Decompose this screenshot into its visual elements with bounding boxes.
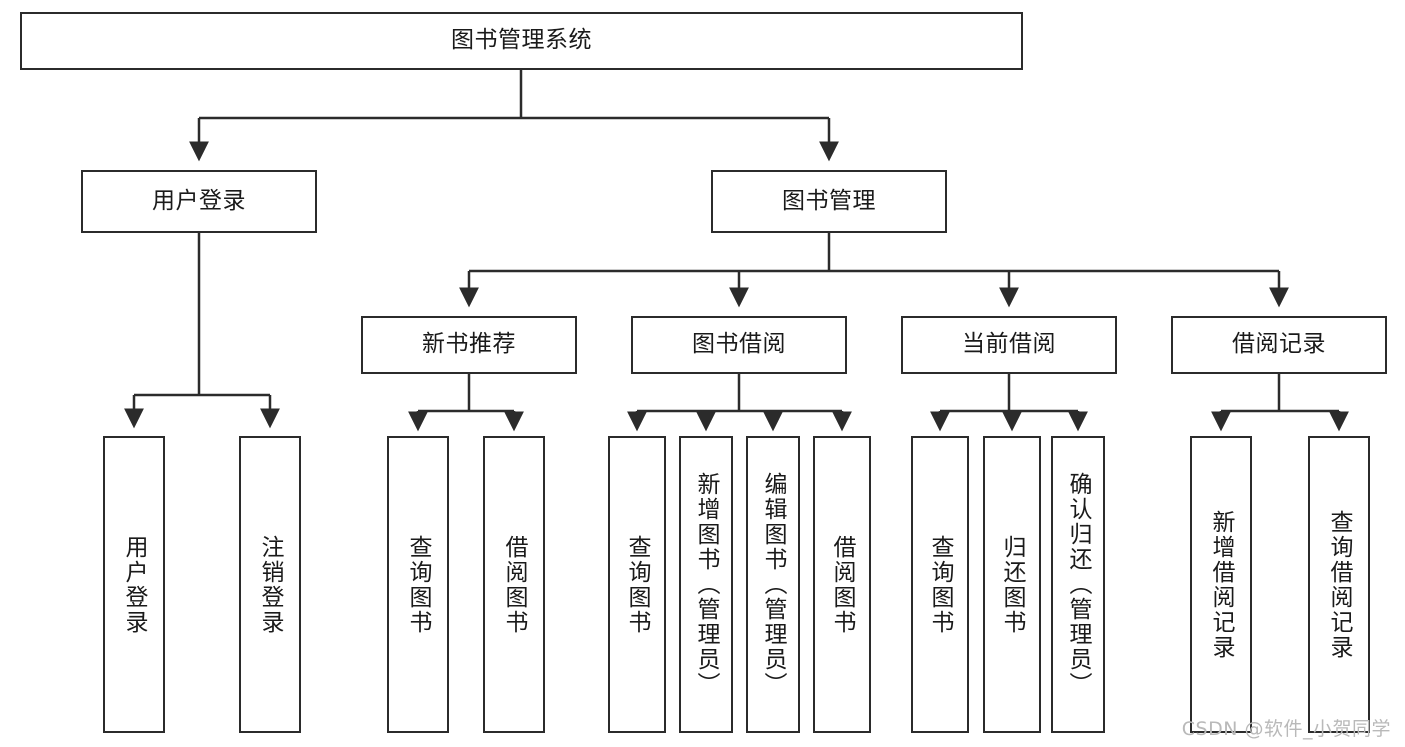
- node-leaf-query-book-3[interactable]: 查询图书: [911, 436, 969, 733]
- node-leaf-edit-book[interactable]: 编辑图书（管理员）: [746, 436, 800, 733]
- node-leaf-query-book-2[interactable]: 查询图书: [608, 436, 666, 733]
- node-root-system-label: 图书管理系统: [451, 27, 592, 54]
- node-leaf-query-book-2-label: 查询图书: [624, 534, 651, 635]
- node-user-login[interactable]: 用户登录: [81, 170, 317, 233]
- node-book-borrow-label: 图书借阅: [692, 331, 786, 358]
- node-leaf-query-record-label: 查询借阅记录: [1326, 509, 1353, 660]
- node-leaf-borrow-book-2-label: 借阅图书: [829, 534, 856, 635]
- node-new-book-rec[interactable]: 新书推荐: [361, 316, 577, 374]
- node-leaf-borrow-book-2[interactable]: 借阅图书: [813, 436, 871, 733]
- node-leaf-user-logout[interactable]: 注销登录: [239, 436, 301, 733]
- node-leaf-confirm-return-label: 确认归还（管理员）: [1065, 472, 1092, 697]
- node-leaf-add-book[interactable]: 新增图书（管理员）: [679, 436, 733, 733]
- node-leaf-return-book-label: 归还图书: [999, 534, 1026, 635]
- node-leaf-edit-book-label: 编辑图书（管理员）: [760, 472, 787, 697]
- node-leaf-add-record[interactable]: 新增借阅记录: [1190, 436, 1252, 733]
- node-user-login-label: 用户登录: [152, 187, 246, 214]
- node-leaf-confirm-return[interactable]: 确认归还（管理员）: [1051, 436, 1105, 733]
- node-leaf-borrow-book-1-label: 借阅图书: [501, 534, 528, 635]
- node-borrow-record[interactable]: 借阅记录: [1171, 316, 1387, 374]
- node-leaf-query-book-1-label: 查询图书: [405, 534, 432, 635]
- node-leaf-borrow-book-1[interactable]: 借阅图书: [483, 436, 545, 733]
- node-new-book-rec-label: 新书推荐: [422, 331, 516, 358]
- node-leaf-user-logout-label: 注销登录: [257, 534, 284, 635]
- csdn-watermark: CSDN @软件_小贺同学: [1181, 718, 1391, 740]
- node-leaf-query-record[interactable]: 查询借阅记录: [1308, 436, 1370, 733]
- node-book-manage[interactable]: 图书管理: [711, 170, 947, 233]
- node-leaf-user-login-label: 用户登录: [121, 534, 148, 635]
- node-leaf-query-book-3-label: 查询图书: [927, 534, 954, 635]
- node-leaf-return-book[interactable]: 归还图书: [983, 436, 1041, 733]
- node-current-borrow-label: 当前借阅: [962, 331, 1056, 358]
- node-leaf-add-book-label: 新增图书（管理员）: [693, 472, 720, 697]
- node-root-system[interactable]: 图书管理系统: [20, 12, 1023, 70]
- node-book-borrow[interactable]: 图书借阅: [631, 316, 847, 374]
- node-leaf-query-book-1[interactable]: 查询图书: [387, 436, 449, 733]
- node-book-manage-label: 图书管理: [782, 187, 876, 214]
- node-current-borrow[interactable]: 当前借阅: [901, 316, 1117, 374]
- node-leaf-user-login[interactable]: 用户登录: [103, 436, 165, 733]
- node-borrow-record-label: 借阅记录: [1232, 331, 1326, 358]
- node-leaf-add-record-label: 新增借阅记录: [1208, 509, 1235, 660]
